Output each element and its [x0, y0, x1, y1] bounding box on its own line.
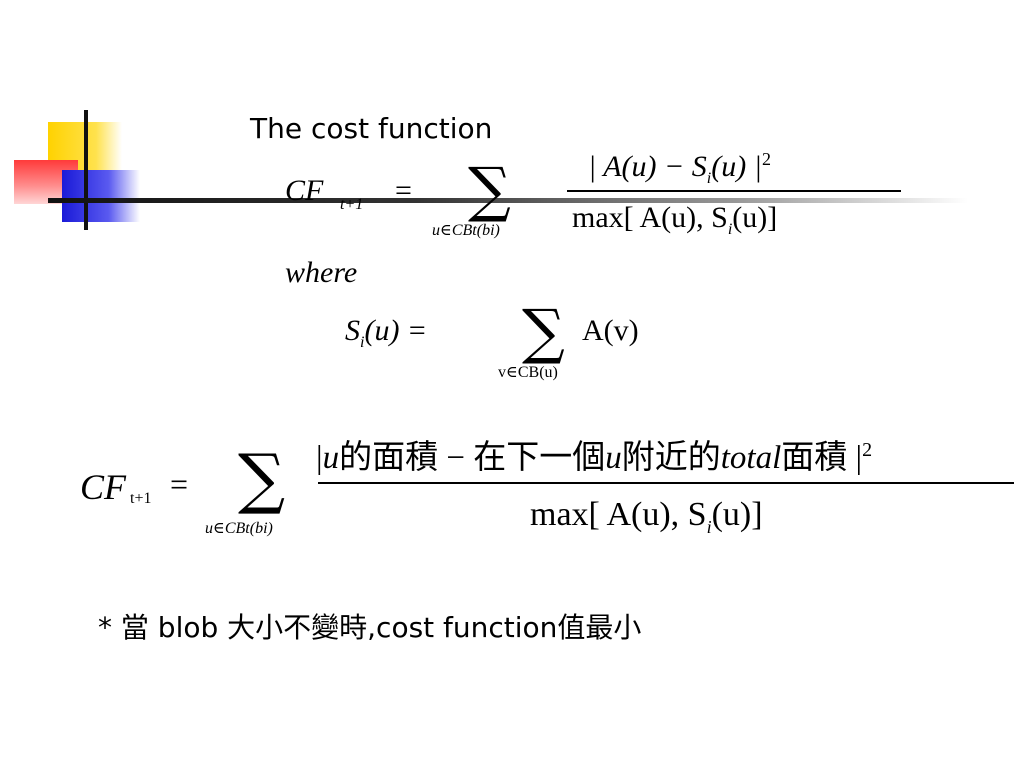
- eq1-lhs: CF: [285, 174, 324, 207]
- eq3-equals: =: [170, 466, 189, 502]
- eq3-fraction-bar: [318, 482, 1014, 484]
- where-label: where: [285, 256, 358, 289]
- eq1-numerator: | A(u) − Si(u) |2: [588, 149, 771, 187]
- eq3-lhs-subscript: t+1: [130, 490, 152, 507]
- eq3-denominator: max[ A(u), Si(u)]: [530, 496, 763, 537]
- eq1-denominator: max[ A(u), Si(u)]: [572, 201, 778, 238]
- eq1-fraction-bar: [567, 190, 901, 192]
- slide-title: The cost function: [250, 112, 493, 145]
- decorative-blue-block: [62, 170, 140, 222]
- eq3-sigma: ∑: [238, 440, 286, 517]
- eq3-numerator: |u的面積 − 在下一個u附近的total面積 |2: [316, 439, 873, 476]
- eq2-lhs: Si(u) =: [345, 314, 428, 351]
- eq3-sigma-subscript: u∈CBt(bi): [205, 520, 273, 537]
- eq1-sigma-subscript: u∈CBt(bi): [432, 222, 500, 239]
- eq2-sigma: ∑: [522, 297, 565, 367]
- title-underline-bar: [48, 198, 968, 203]
- footnote-text: * 當 blob 大小不變時,cost function值最小: [98, 611, 642, 644]
- eq1-equals: =: [395, 174, 412, 207]
- decorative-vertical-line: [84, 110, 88, 230]
- eq1-lhs-subscript: t+1: [340, 196, 364, 213]
- eq2-rhs: A(v): [582, 314, 639, 347]
- eq3-lhs: CF: [80, 467, 127, 507]
- eq1-sigma: ∑: [468, 155, 511, 225]
- eq2-sigma-subscript: v∈CB(u): [498, 364, 558, 381]
